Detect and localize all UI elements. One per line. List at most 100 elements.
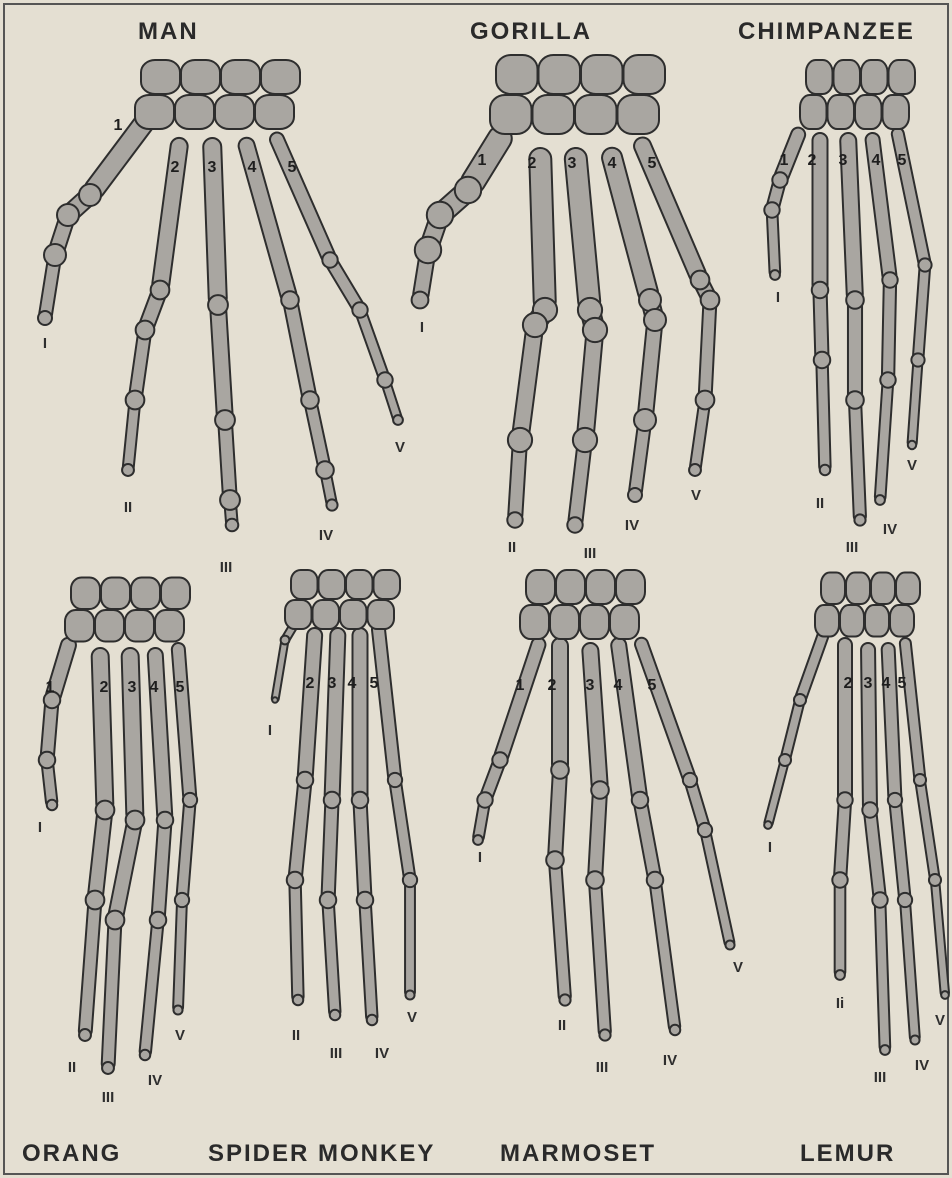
gorilla-digit-2-tip <box>507 512 522 527</box>
gorilla-digit-2-joint <box>523 313 547 337</box>
marmoset-carpal-bone <box>526 570 555 604</box>
man-carpals <box>135 60 300 129</box>
chimpanzee-digit-number: 3 <box>839 152 848 169</box>
spider-monkey-digit-1-tip <box>272 697 278 703</box>
gorilla-digit-4-tip <box>628 488 642 502</box>
spider-monkey-digit-5-bone <box>405 878 415 997</box>
chimpanzee-carpal-bone <box>834 60 861 94</box>
man-digit-roman-label: I <box>43 335 47 352</box>
spider-monkey-digit-5-tip <box>405 990 414 999</box>
lemur-digit-4-joint <box>888 793 902 807</box>
orang-digit-1-tip <box>47 800 58 811</box>
man-digit-number: 5 <box>288 159 297 176</box>
chimpanzee-digit-3-bone <box>849 398 866 523</box>
spider-monkey-digit-3-bone <box>321 798 338 903</box>
orang-carpal-bone <box>65 610 94 642</box>
spider-monkey-digit-roman-label: III <box>330 1045 343 1062</box>
lemur-digit-number: 2 <box>844 675 853 692</box>
spider-monkey-digit-3-joint <box>324 792 341 809</box>
man-carpal-bone <box>135 95 174 129</box>
gorilla-digit-5-joint <box>696 391 715 410</box>
man-digit-5-tip <box>393 415 403 425</box>
orang-digit-number: 3 <box>128 679 137 696</box>
man-digit-5-joint <box>352 302 367 317</box>
chimpanzee-digit-3-tip <box>854 514 865 525</box>
orang-digit-2-bone <box>87 807 112 903</box>
hand-marmoset: 12345IIIIIIIVV <box>472 570 743 1076</box>
gorilla-digit-roman-label: I <box>420 319 424 336</box>
gorilla-digit-3 <box>564 147 607 533</box>
lemur-digit-roman-label: IV <box>915 1057 929 1074</box>
gorilla-digit-number: 5 <box>648 155 657 172</box>
gorilla-digit-1 <box>412 122 517 308</box>
chimpanzee-carpal-bone <box>883 95 910 129</box>
orang-digit-number: 5 <box>176 679 185 696</box>
lemur-digit-number: 3 <box>864 675 873 692</box>
spider-monkey-digit-5-joint <box>403 873 417 887</box>
lemur-digit-3-bone <box>875 898 891 1052</box>
chimpanzee-digit-roman-label: II <box>816 495 824 512</box>
orang-digit-5-joint <box>175 893 189 907</box>
man-carpal-bone <box>215 95 254 129</box>
marmoset-digit-roman-label: I <box>478 849 482 866</box>
spider-monkey-carpal-bone <box>368 600 395 629</box>
marmoset-digit-3-bone <box>582 642 608 792</box>
lemur-digit-number: 4 <box>882 675 891 692</box>
orang-digit-4-bone <box>139 917 164 1057</box>
chimpanzee-carpal-bone <box>806 60 833 94</box>
spider-monkey-digit-2-bone <box>289 878 303 1002</box>
spider-monkey-carpal-bone <box>285 600 312 629</box>
chimpanzee-digit-4-joint <box>882 272 897 287</box>
lemur-digit-1-joint <box>779 754 791 766</box>
gorilla-digit-1-joint <box>427 202 453 228</box>
lemur-digit-5-tip <box>941 991 949 999</box>
marmoset-digit-4-bone <box>633 797 662 883</box>
gorilla-carpal-bone <box>624 55 666 94</box>
marmoset-carpal-bone <box>556 570 585 604</box>
chimpanzee-digit-2-bone <box>816 358 831 472</box>
spider-monkey-carpal-bone <box>319 570 346 599</box>
chimpanzee-digit-roman-label: I <box>776 289 780 306</box>
orang-digit-4-joint <box>157 812 174 829</box>
title-man: MAN <box>138 18 199 46</box>
hand-lemur: 2345IIiIIIIVV <box>763 573 949 1087</box>
gorilla-digit-5-joint <box>691 271 710 290</box>
marmoset-digit-3-bone <box>589 878 611 1038</box>
man-digit-1-joint <box>79 184 101 206</box>
marmoset-digit-1-joint <box>477 792 492 807</box>
marmoset-digit-3 <box>582 642 611 1040</box>
chimpanzee-carpal-bone <box>828 95 855 129</box>
orang-carpal-bone <box>131 578 160 610</box>
lemur-digit-4-bone <box>881 643 901 803</box>
orang-carpal-bone <box>125 610 154 642</box>
gorilla-digit-3-joint <box>573 428 597 452</box>
gorilla-digit-5-tip <box>689 464 701 476</box>
marmoset-digit-roman-label: V <box>733 959 743 976</box>
spider-monkey-digit-3-joint <box>320 892 337 909</box>
spider-monkey-digit-roman-label: IV <box>375 1045 389 1062</box>
chimpanzee-digit-roman-label: III <box>846 539 859 556</box>
man-digit-5-joint <box>377 372 392 387</box>
gorilla-digit-2-bone <box>511 322 543 443</box>
lemur-carpal-bone <box>896 573 920 605</box>
spider-monkey-digit-4-bone <box>359 898 378 1023</box>
lemur-digit-5-bone <box>931 878 950 998</box>
lemur-digit-3-bone <box>861 643 877 812</box>
orang-digit-number: 1 <box>46 679 55 696</box>
marmoset-digit-roman-label: III <box>596 1059 609 1076</box>
chimpanzee-digit-2-tip <box>820 465 831 476</box>
marmoset-digit-number: 3 <box>586 677 595 694</box>
chimpanzee-digit-5-bone <box>891 127 932 268</box>
orang-digit-3-tip <box>102 1062 114 1074</box>
marmoset-digit-3-bone <box>588 788 607 883</box>
lemur-digit-2-joint <box>832 872 847 887</box>
spider-monkey-carpal-bone <box>291 570 318 599</box>
lemur-digit-3-joint <box>872 892 887 907</box>
spider-monkey-digit-2-joint <box>297 772 314 789</box>
lemur-carpal-bone <box>890 605 914 637</box>
spider-monkey-digit-2-bone <box>297 628 322 783</box>
title-lemur: LEMUR <box>800 1140 895 1168</box>
man-digit-4-joint <box>281 291 299 309</box>
orang-digit-roman-label: V <box>175 1027 185 1044</box>
gorilla-carpal-bone <box>496 55 538 94</box>
